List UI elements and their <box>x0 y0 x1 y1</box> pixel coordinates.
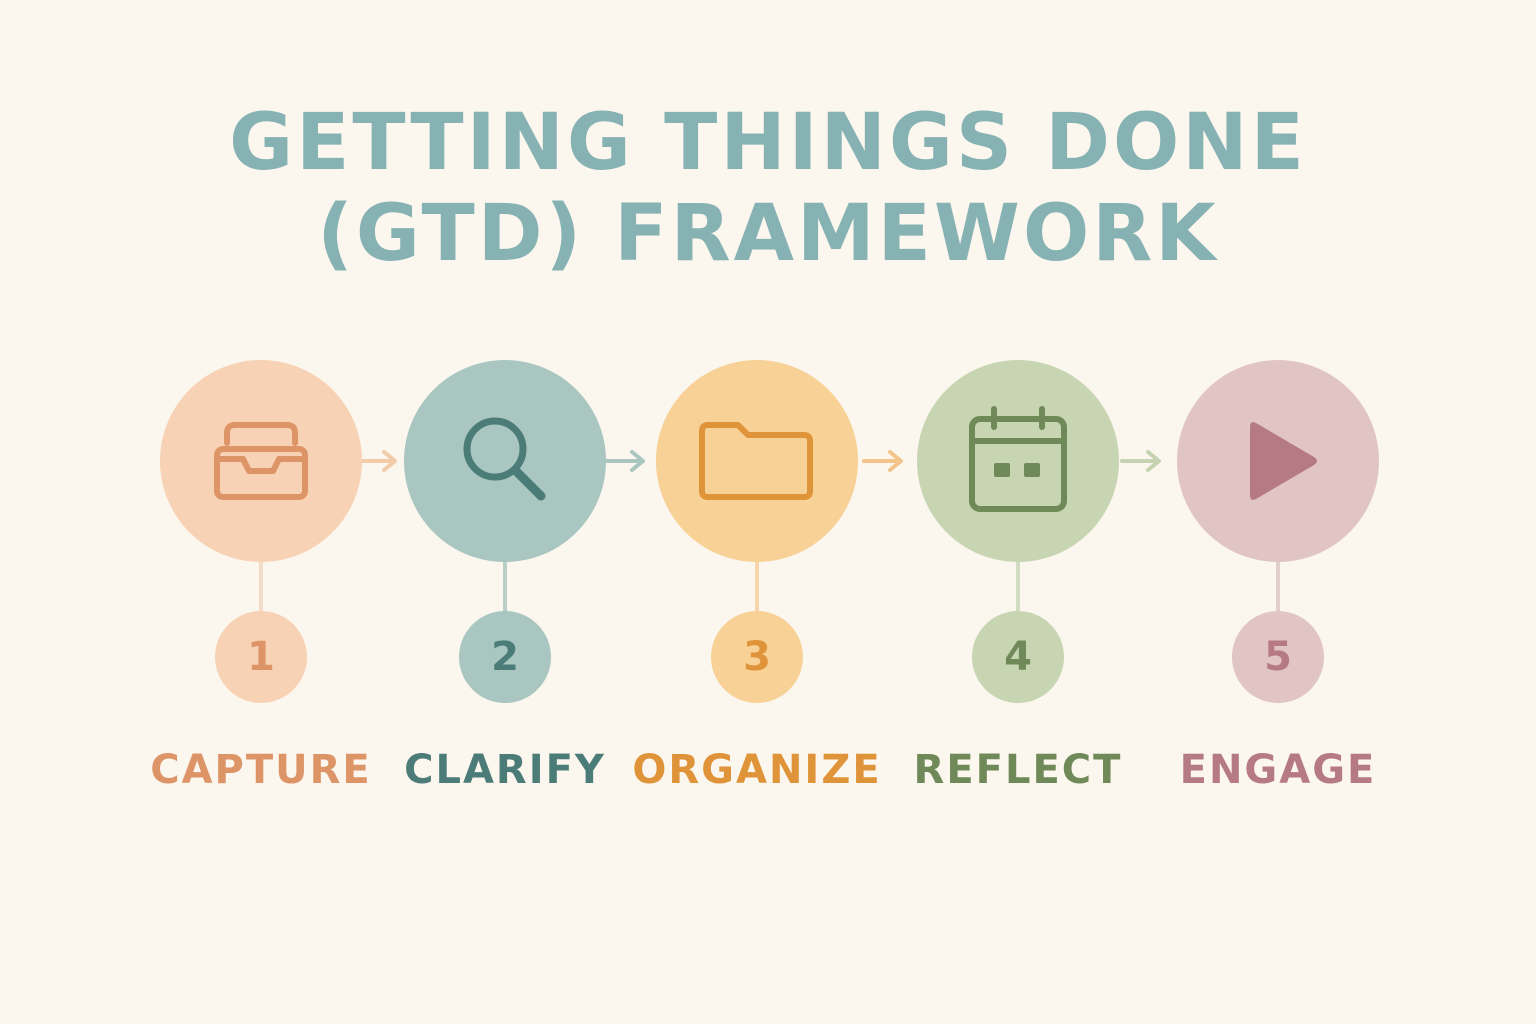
step-connector <box>259 560 263 612</box>
arrow-right-icon <box>356 450 397 472</box>
step-number-badge: 5 <box>1232 611 1324 703</box>
step-label: ORGANIZE <box>632 747 882 793</box>
arrow-right-icon <box>604 450 645 472</box>
magnifier-icon <box>463 417 546 501</box>
step-circle <box>656 360 858 562</box>
arrow-right-icon <box>1120 450 1161 472</box>
step-number-badge: 4 <box>972 611 1064 703</box>
step-label: ENGAGE <box>1179 747 1377 793</box>
step-circle <box>404 360 606 562</box>
arrow-right-icon <box>862 450 903 472</box>
step-label: CLARIFY <box>404 747 606 793</box>
folder-icon <box>699 422 813 500</box>
step-connector <box>1016 560 1020 612</box>
step-number-badge: 3 <box>711 611 803 703</box>
step-circle <box>917 360 1119 562</box>
diagram-title-line-1: GETTING THINGS DONE <box>229 98 1307 188</box>
step-circle <box>160 360 362 562</box>
step-connector <box>503 560 507 612</box>
step-label: REFLECT <box>913 747 1123 793</box>
play-icon <box>1250 422 1317 500</box>
step-circle <box>1177 360 1379 562</box>
step-connector <box>755 560 759 612</box>
calendar-icon <box>969 406 1067 512</box>
step-label: CAPTURE <box>150 747 372 793</box>
step-connector <box>1276 560 1280 612</box>
step-number-badge: 1 <box>215 611 307 703</box>
step-number-badge: 2 <box>459 611 551 703</box>
diagram-title-line-2: (GTD) FRAMEWORK <box>317 189 1219 279</box>
inbox-tray-icon <box>214 422 308 500</box>
